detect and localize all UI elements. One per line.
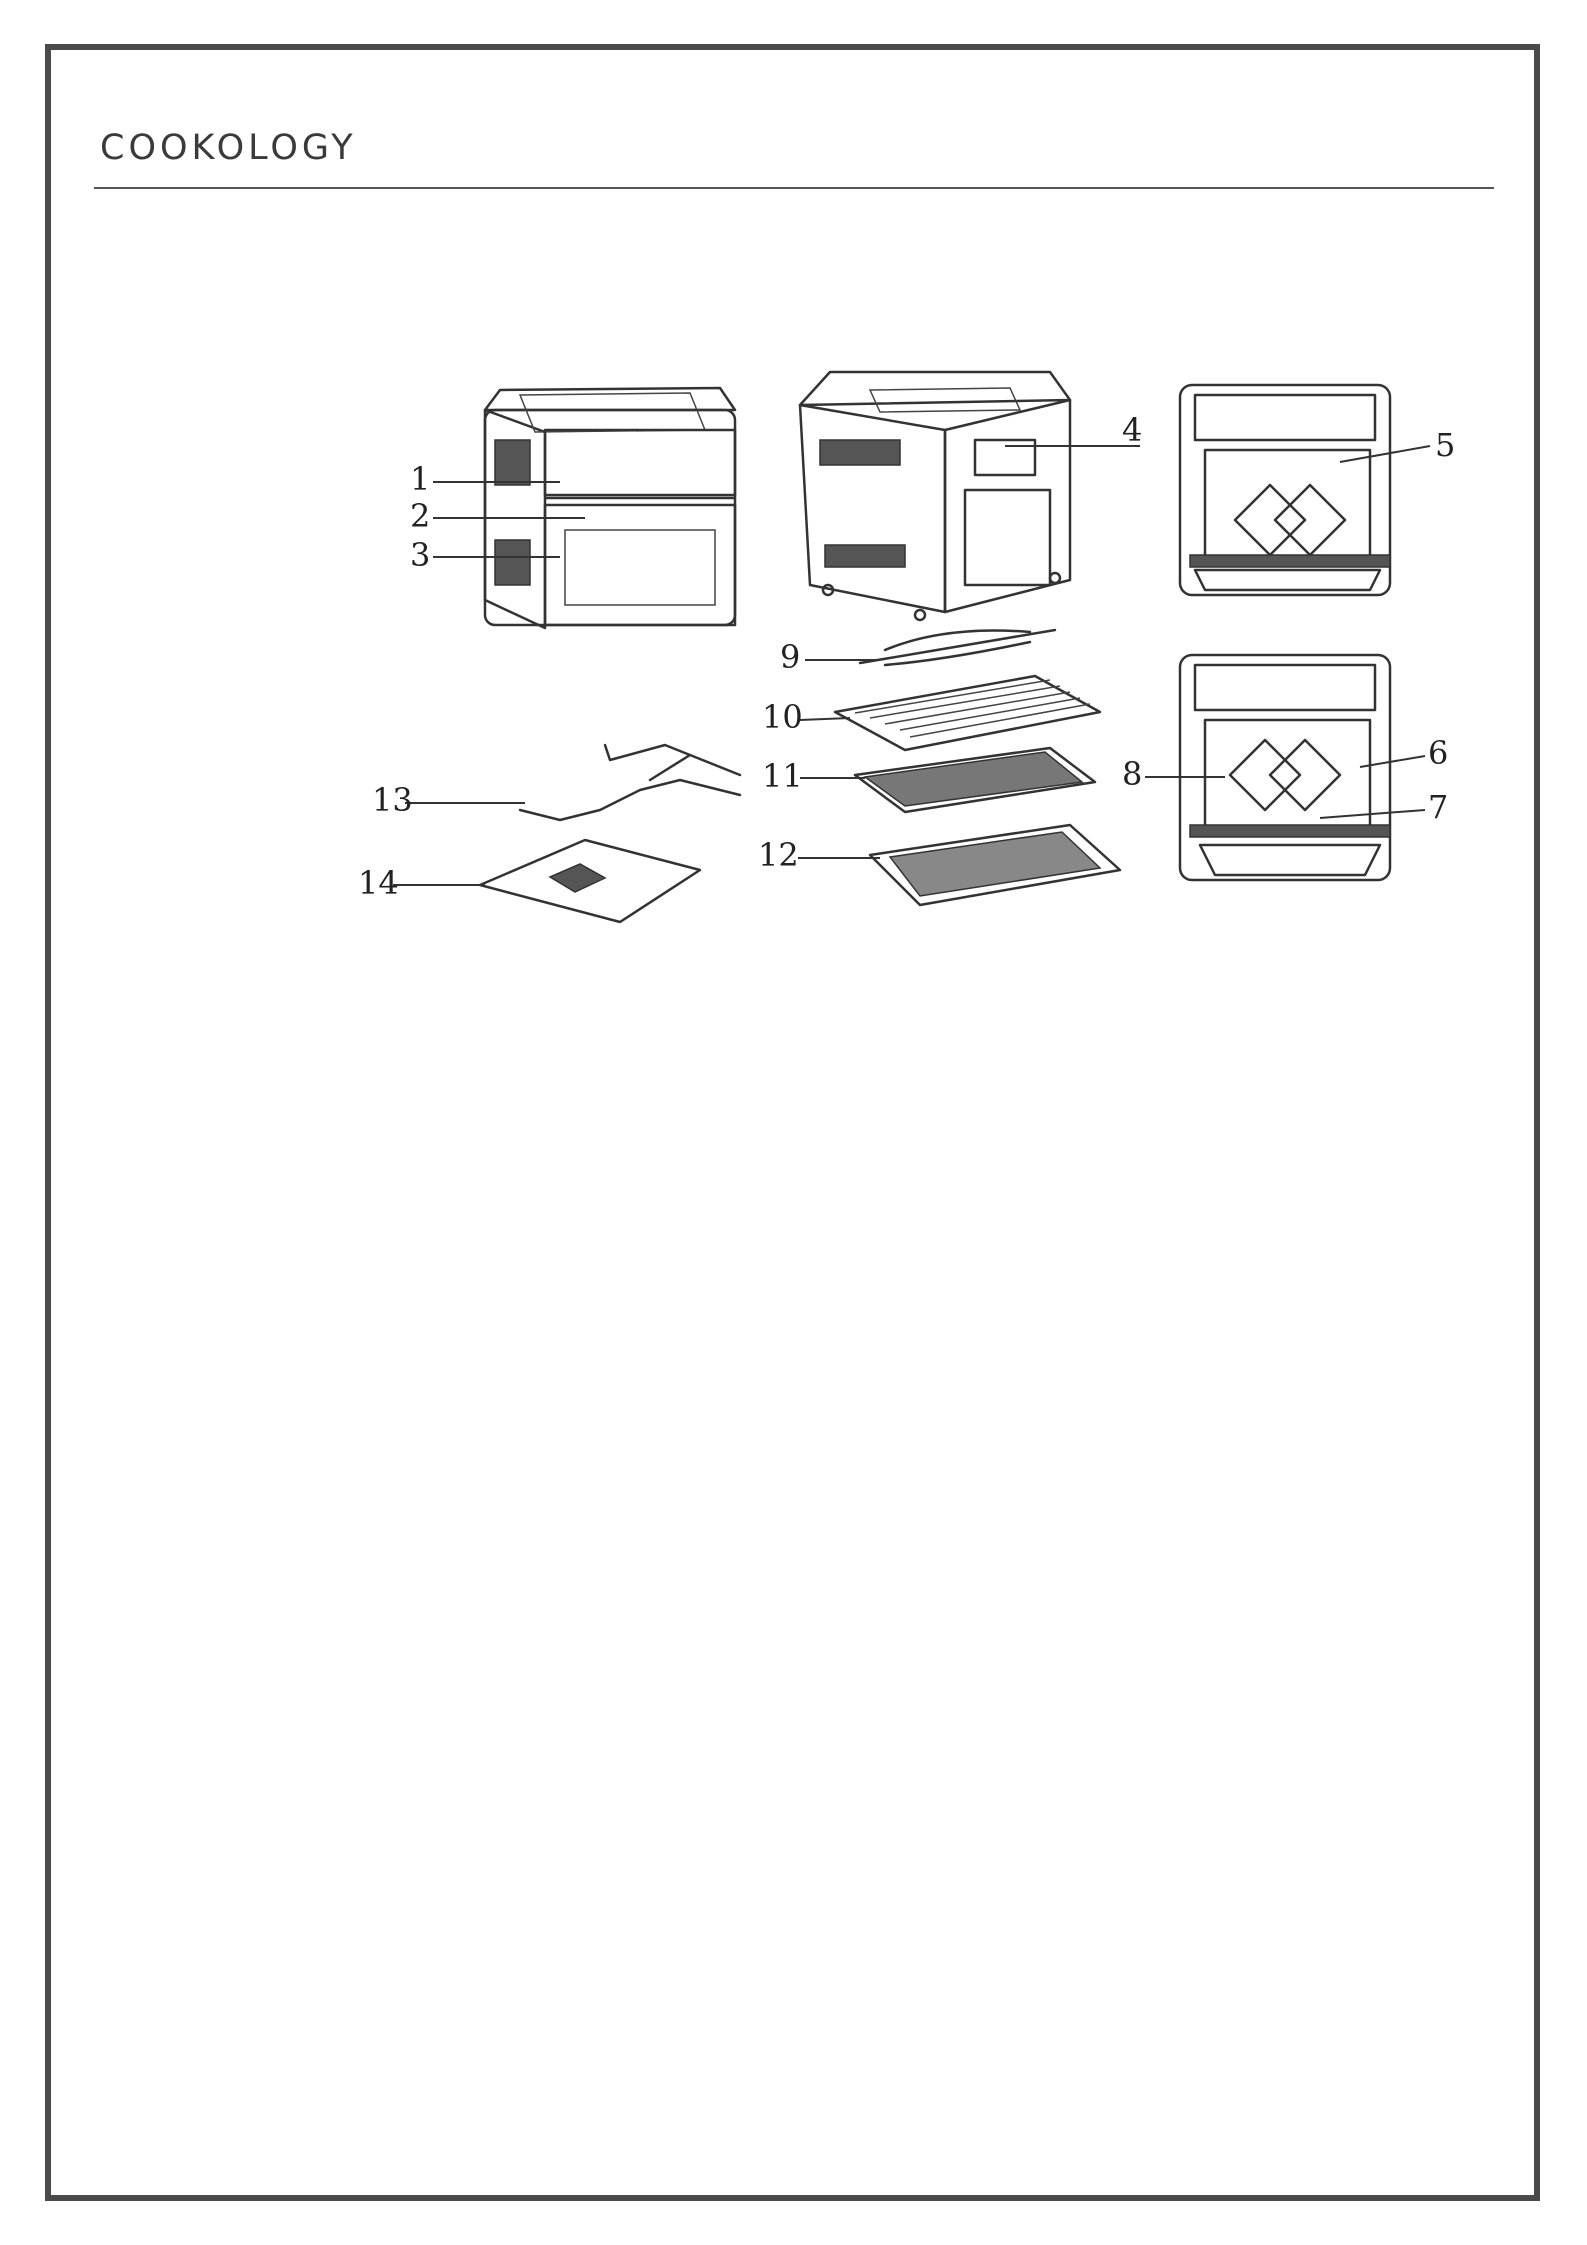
part-label-2: 2 (410, 497, 430, 535)
drip-pan (480, 840, 700, 922)
mesh-tray (855, 748, 1095, 812)
part-label-9: 9 (780, 638, 800, 676)
oven-rear-view (800, 372, 1070, 620)
part-label-3: 3 (410, 536, 430, 574)
part-label-8: 8 (1122, 755, 1142, 793)
baking-tray (870, 825, 1120, 905)
part-label-12: 12 (758, 836, 799, 874)
oven-open-view-top (1180, 385, 1390, 595)
wire-rack (835, 676, 1100, 750)
part-label-4: 4 (1122, 411, 1142, 449)
part-label-6: 6 (1428, 734, 1448, 772)
part-label-5: 5 (1435, 426, 1455, 464)
part-label-13: 13 (372, 781, 413, 819)
part-label-7: 7 (1428, 788, 1448, 826)
rotisserie-spit (860, 630, 1055, 665)
part-label-1: 1 (410, 460, 430, 498)
retrieval-tool (520, 745, 740, 820)
part-label-10: 10 (762, 698, 803, 736)
oven-front-view (485, 388, 735, 628)
oven-open-view-bottom (1180, 655, 1390, 880)
part-label-14: 14 (358, 864, 399, 902)
part-label-11: 11 (762, 757, 803, 795)
